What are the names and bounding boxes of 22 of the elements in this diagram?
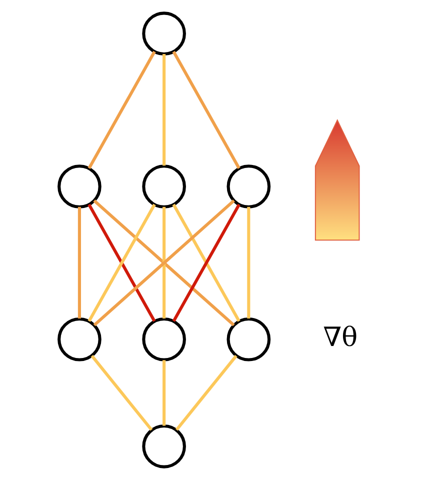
connector	[87, 203, 156, 322]
connector	[77, 206, 80, 318]
connector	[174, 354, 237, 430]
label: ∇θ	[322, 321, 358, 352]
connector	[162, 360, 166, 426]
node-circle	[226, 164, 270, 208]
connector	[92, 199, 234, 326]
node-arrow	[314, 118, 360, 240]
connector	[172, 203, 240, 322]
node-circle	[57, 316, 101, 361]
node-circle	[142, 316, 186, 361]
node-circle	[142, 164, 186, 208]
connector	[172, 50, 240, 169]
node-circle	[142, 11, 186, 55]
node-circle	[226, 316, 270, 361]
connector	[246, 206, 250, 318]
connector	[87, 50, 156, 169]
node-circle	[142, 424, 186, 468]
node-circle	[57, 164, 101, 208]
connector	[90, 354, 152, 430]
connector	[162, 206, 166, 318]
connector	[162, 54, 166, 166]
